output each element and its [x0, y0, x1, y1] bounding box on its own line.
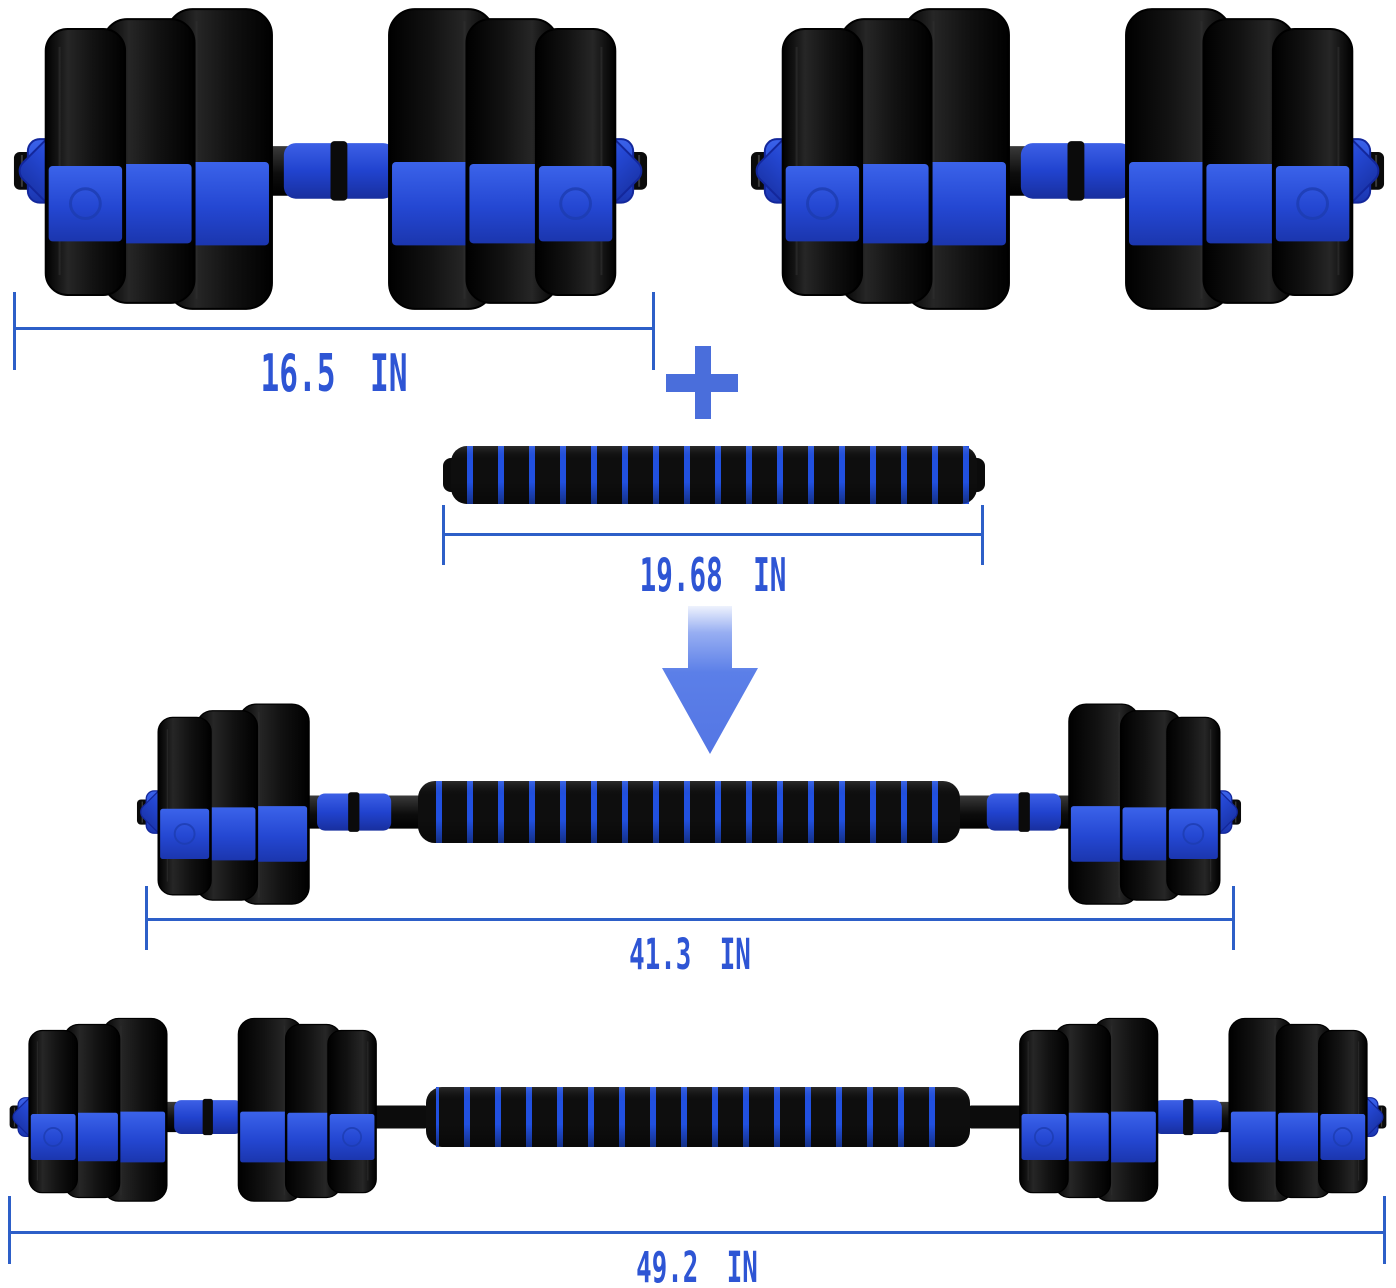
- dimension-bar-length: 19.68 IN: [442, 505, 984, 615]
- connecting-bar-graphic: [443, 446, 985, 504]
- dimension-tick-left: [8, 1196, 11, 1264]
- dumbbell-left: [8, 4, 653, 314]
- dimension-extended-length: 49.2 IN: [8, 1196, 1386, 1288]
- extended-length-label: 49.2 IN: [636, 1243, 758, 1288]
- dimension-tick-right: [1383, 1196, 1386, 1264]
- dimension-tick-left: [442, 505, 445, 565]
- barbell-assembled: [133, 700, 1245, 908]
- dimension-barbell-length: 41.3 IN: [145, 886, 1235, 996]
- dimension-tick-right: [1232, 886, 1235, 950]
- dimension-line: [145, 918, 1235, 921]
- plus-icon: [666, 346, 738, 419]
- dimension-tick-right: [652, 292, 655, 370]
- dumbbell-left-graphic: [8, 4, 653, 314]
- barbell-graphic: [133, 700, 1245, 908]
- down-arrow-icon: [662, 606, 758, 756]
- dimension-tick-right: [981, 505, 984, 565]
- bar-length-label: 19.68 IN: [639, 548, 787, 602]
- dimension-line: [13, 327, 655, 330]
- dumbbell-right: [745, 4, 1390, 314]
- dimension-tick-left: [13, 292, 16, 370]
- dimension-dumbbell-length: 16.5 IN: [13, 292, 655, 412]
- dimension-line: [442, 533, 984, 536]
- dumbbell-length-label: 16.5 IN: [260, 344, 408, 404]
- dumbbell-right-graphic: [745, 4, 1390, 314]
- extended-barbell-assembled: [6, 1002, 1390, 1216]
- extended-barbell-graphic: [6, 1002, 1390, 1216]
- dimension-line: [8, 1231, 1386, 1234]
- connecting-bar: [443, 446, 985, 504]
- dimension-tick-left: [145, 886, 148, 950]
- barbell-length-label: 41.3 IN: [629, 930, 751, 980]
